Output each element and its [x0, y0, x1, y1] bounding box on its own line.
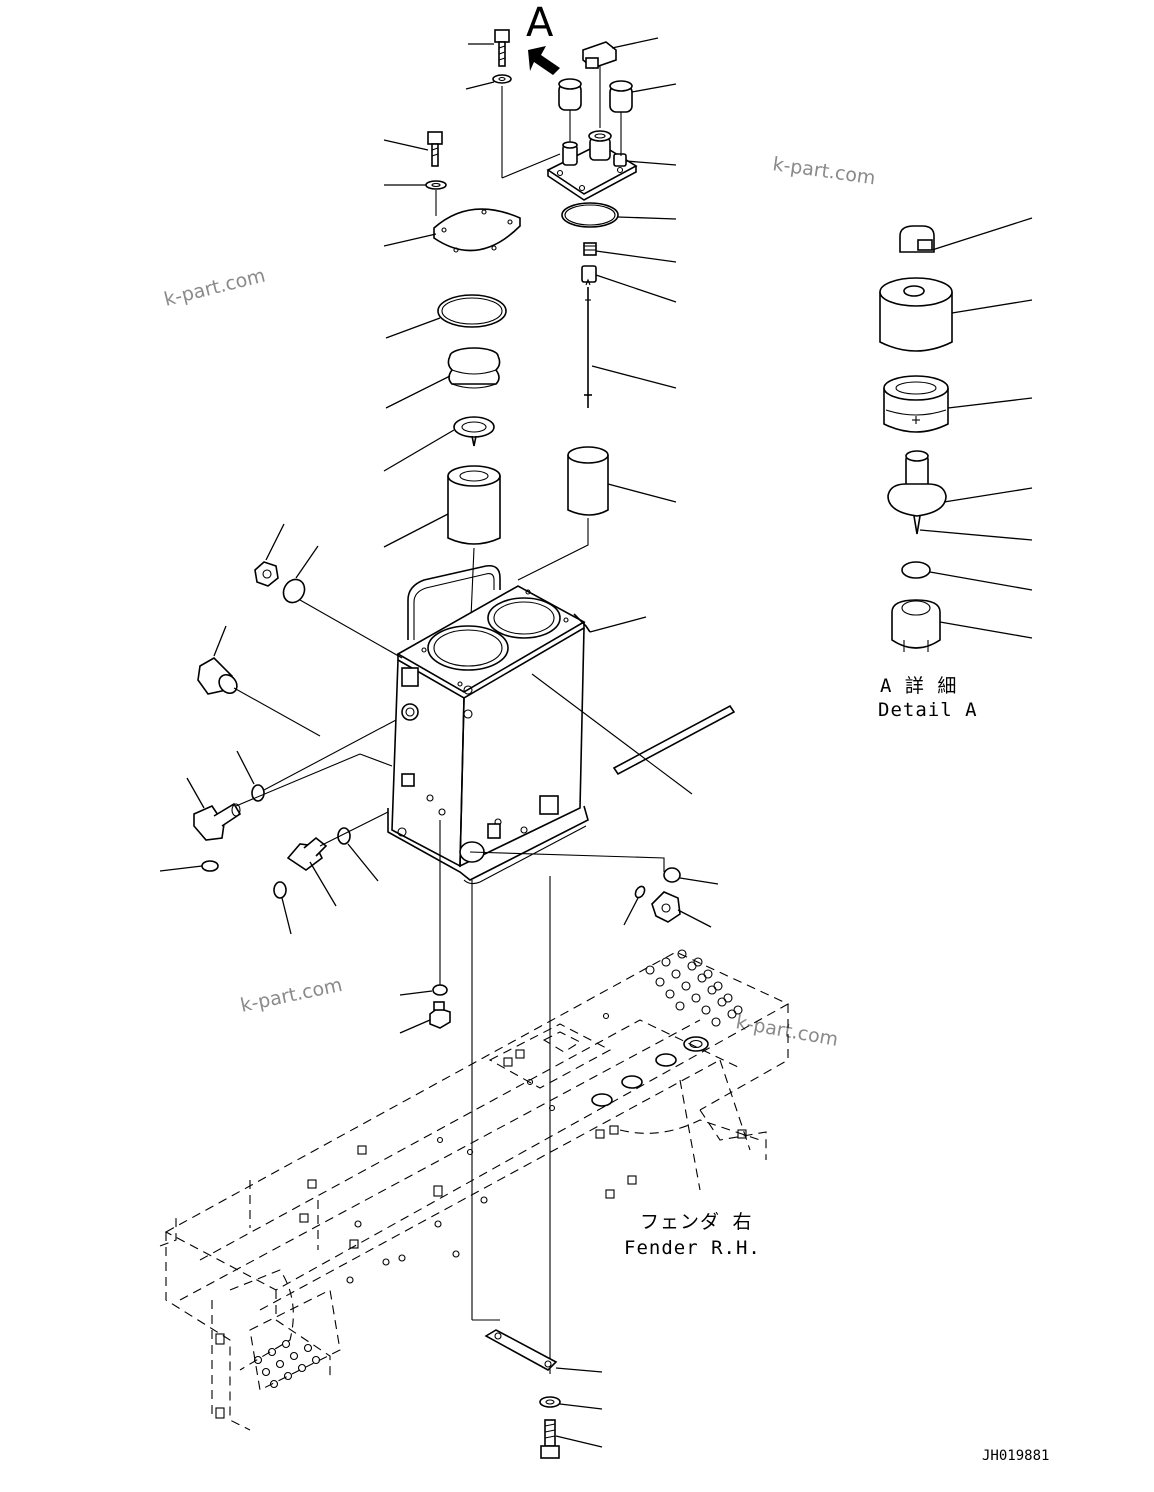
cover-plate: [433, 208, 521, 253]
elbow-fitting: [193, 802, 242, 841]
bolt-left: [427, 131, 443, 167]
seal-strip: [612, 704, 736, 776]
o-ring-large: [437, 294, 507, 328]
detail-a-body: [879, 277, 953, 352]
o-ring-4: [273, 881, 287, 899]
elbow-fitting-right: [651, 891, 681, 923]
hydraulic-tank: [387, 564, 589, 885]
top-bolt: [494, 29, 510, 67]
detail-a-element: [883, 375, 949, 433]
grommet-3: [621, 1075, 643, 1089]
bottom-bracket: [484, 1329, 558, 1371]
bottom-washer: [539, 1396, 561, 1408]
detail-a-cap: [899, 225, 935, 253]
view-arrow-icon: [528, 46, 560, 75]
drawing-code: JH019881: [982, 1448, 1049, 1464]
drain-plug: [429, 1001, 451, 1029]
grommet-4: [591, 1093, 613, 1107]
filter-element-right: [567, 446, 609, 516]
valve-disc: [453, 416, 495, 447]
filter-head: [546, 130, 638, 201]
o-ring-drain: [432, 984, 448, 996]
nut: [581, 265, 597, 283]
grommet-1: [683, 1036, 709, 1052]
center-rod: [584, 278, 592, 408]
grommet-2: [655, 1053, 677, 1067]
fender-caption-jp: フェンダ 右: [640, 1211, 752, 1233]
perforated-plate-bottom: [253, 1339, 321, 1389]
detail-a-nut: [891, 599, 941, 652]
watermark-3: k-part.com: [238, 974, 344, 1017]
pressure-switch-2: [609, 80, 633, 156]
o-ring-side: [282, 578, 306, 604]
view-label-a: A: [526, 0, 554, 46]
fender-caption-en: Fender R.H.: [624, 1237, 761, 1259]
watermark-4: k-part.com: [734, 1011, 840, 1051]
bottom-bolt: [540, 1419, 560, 1459]
o-ring-3: [337, 827, 351, 845]
plug-side: [197, 657, 238, 695]
straight-fitting: [286, 836, 328, 871]
perforated-plate-top: [645, 949, 743, 1027]
o-ring-2: [201, 860, 219, 872]
fender-frame: [159, 951, 790, 1431]
detail-caption-jp: A 詳 細: [880, 675, 957, 697]
watermark-1: k-part.com: [771, 153, 877, 189]
connector-cap: [582, 41, 617, 128]
nut-side: [254, 561, 279, 587]
washer-left: [425, 180, 447, 190]
spring: [583, 242, 597, 256]
o-ring-1: [251, 784, 265, 802]
detail-a-valve: [887, 450, 947, 535]
o-ring-5: [663, 867, 681, 883]
top-washer: [492, 74, 512, 84]
pressure-switch-1: [558, 78, 582, 142]
o-ring-head: [561, 202, 619, 228]
o-ring-6: [634, 885, 646, 899]
filter-element-left: [447, 465, 501, 545]
fender-holes: [215, 1012, 747, 1419]
bellows: [447, 347, 501, 389]
watermark-2: k-part.com: [162, 264, 268, 310]
detail-caption-en: Detail A: [878, 699, 978, 721]
detail-a-o-ring: [901, 561, 931, 579]
